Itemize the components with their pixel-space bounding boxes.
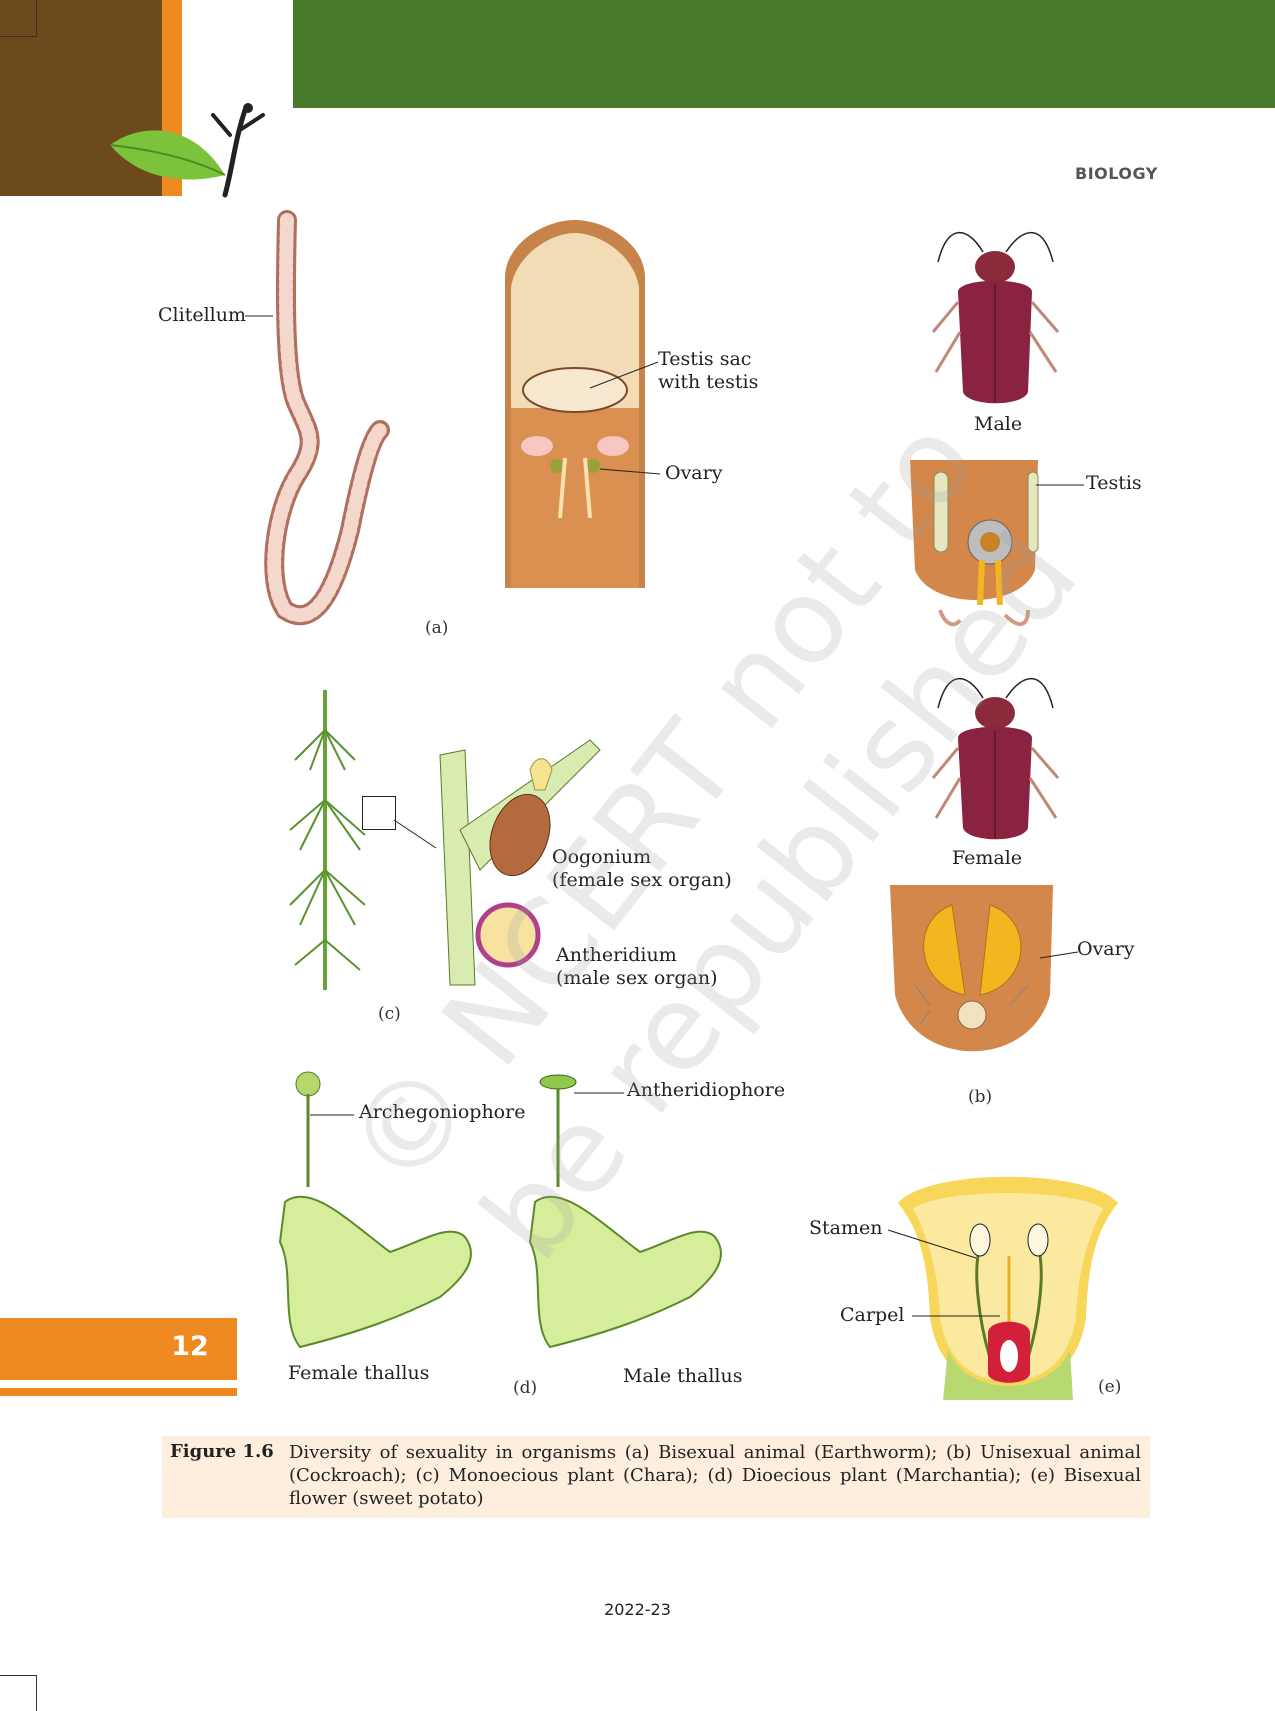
- carpel-leader: [912, 1315, 1000, 1317]
- ovary-b-leader: [1039, 951, 1079, 959]
- chara-zoom-leader: [393, 819, 437, 849]
- footer-year: 2022-23: [604, 1600, 671, 1619]
- male-reproductive-illustration: [910, 460, 1039, 627]
- chara-sex-organs-illustration: [439, 739, 601, 986]
- header-subject: BIOLOGY: [1075, 164, 1158, 183]
- page-number: 12: [171, 1331, 209, 1362]
- tag-b: (b): [968, 1087, 993, 1107]
- female-cockroach-illustration: [931, 677, 1060, 840]
- tag-d: (d): [513, 1378, 538, 1398]
- crop-mark-top: [0, 0, 37, 37]
- earthworm-illustration: [264, 210, 390, 626]
- female-reproductive-illustration: [890, 885, 1053, 1052]
- ovary-a-leader: [599, 468, 661, 475]
- figure-caption-box: [162, 1436, 1150, 1518]
- leaf-logo-icon: [109, 103, 265, 198]
- label-antheridium: Antheridium (male sex organ): [556, 944, 718, 989]
- male-cockroach-illustration: [931, 231, 1060, 404]
- archegoniophore-leader: [310, 1114, 354, 1116]
- label-female-thallus: Female thallus: [288, 1362, 430, 1384]
- tag-c: (c): [378, 1004, 401, 1024]
- crop-mark-bottom: [0, 1675, 37, 1711]
- label-carpel: Carpel: [840, 1304, 905, 1326]
- label-female: Female: [952, 847, 1023, 869]
- label-male: Male: [974, 413, 1023, 435]
- label-testis-sac: Testis sac with testis: [658, 348, 759, 393]
- earthworm-section-illustration: [505, 220, 645, 588]
- male-thallus-illustration: [528, 1074, 722, 1349]
- tag-a: (a): [425, 618, 449, 638]
- figure-caption-text: Diversity of sexuality in organisms (a) …: [289, 1442, 1141, 1509]
- label-ovary-b: Ovary: [1077, 938, 1135, 960]
- flower-section-illustration: [898, 1176, 1118, 1400]
- page-number-underline: [0, 1388, 237, 1396]
- label-male-thallus: Male thallus: [623, 1365, 743, 1387]
- label-archegoniophore: Archegoniophore: [359, 1101, 526, 1123]
- label-antheridiophore: Antheridiophore: [627, 1079, 786, 1101]
- chara-plant-illustration: [289, 690, 366, 990]
- chara-zoom-box: [362, 796, 396, 830]
- label-stamen: Stamen: [809, 1217, 883, 1239]
- stamen-leader: [887, 1229, 977, 1259]
- label-ovary-a: Ovary: [665, 462, 723, 484]
- testis-leader: [1036, 484, 1084, 486]
- testis-sac-leader: [589, 361, 659, 389]
- tag-e: (e): [1098, 1377, 1122, 1397]
- label-oogonium: Oogonium (female sex organ): [552, 846, 732, 891]
- figure-caption-label: Figure 1.6: [170, 1441, 274, 1462]
- clitellum-leader: [245, 315, 273, 317]
- header-green-bar: [293, 0, 1275, 108]
- label-clitellum: Clitellum: [158, 304, 246, 326]
- page-number-tab: [0, 1318, 237, 1380]
- female-thallus-illustration: [278, 1071, 472, 1349]
- label-testis: Testis: [1086, 472, 1142, 494]
- antheridiophore-leader: [574, 1092, 624, 1094]
